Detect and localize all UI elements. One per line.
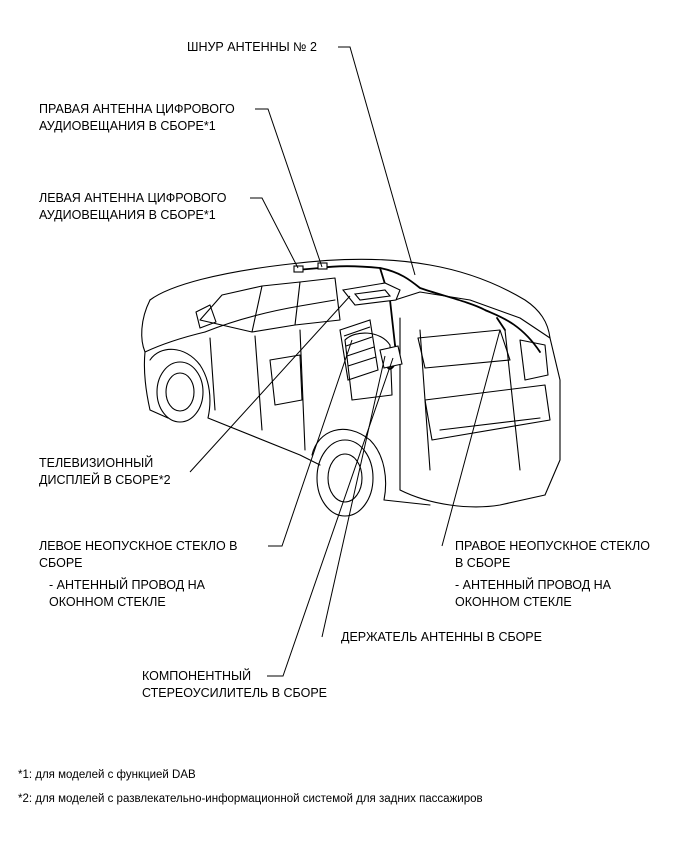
label-right-fixed-glass: ПРАВОЕ НЕОПУСКНОЕ СТЕКЛО В СБОРЕ - АНТЕН…	[455, 539, 650, 609]
left-quarter-glass	[339, 319, 379, 381]
label-left-fixed-glass: ЛЕВОЕ НЕОПУСКНОЕ СТЕКЛО В СБОРЕ - АНТЕНН…	[39, 539, 238, 609]
tv-display-unit	[341, 282, 401, 306]
label-stereo-amplifier: КОМПОНЕНТНЫЙ СТЕРЕОУСИЛИТЕЛЬ В СБОРЕ	[142, 669, 327, 700]
label-tv-display: ТЕЛЕВИЗИОННЫЙ ДИСПЛЕЙ В СБОРЕ*2	[39, 456, 171, 487]
label-left-dab-antenna: ЛЕВАЯ АНТЕННА ЦИФРОВОГО АУДИОВЕЩАНИЯ В С…	[39, 191, 227, 222]
label-antenna-cord-2: ШНУР АНТЕННЫ № 2	[187, 40, 317, 54]
antenna-harness	[295, 265, 541, 370]
footnote-rear-entertainment: *2: для моделей с развлекательно-информа…	[18, 793, 483, 805]
footnote-dab: *1: для моделей с функцией DAB	[18, 769, 196, 781]
dab-antennas	[293, 262, 328, 273]
label-antenna-holder: ДЕРЖАТЕЛЬ АНТЕННЫ В СБОРЕ	[341, 630, 542, 644]
label-right-dab-antenna: ПРАВАЯ АНТЕННА ЦИФРОВОГО АУДИОВЕЩАНИЯ В …	[39, 102, 235, 133]
stereo-amplifier-unit	[379, 345, 403, 369]
leader-lines	[189, 46, 501, 677]
